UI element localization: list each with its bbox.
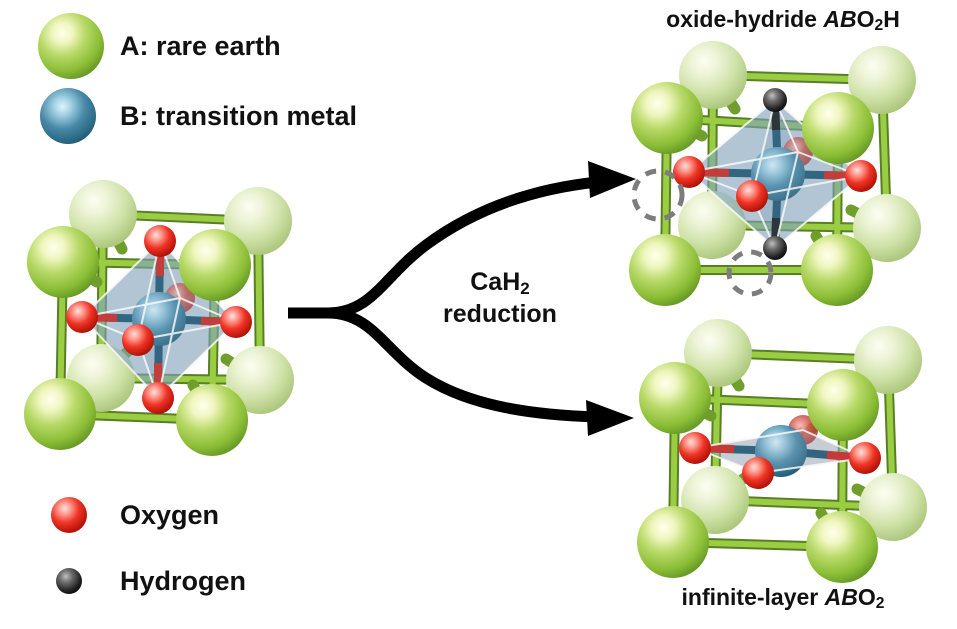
legend-item-hydrogen: Hydrogen	[54, 563, 246, 599]
oxygen-spheres	[673, 156, 877, 212]
reduction-arrow-top	[288, 161, 636, 319]
transition-metal-sphere-icon	[40, 88, 96, 144]
parent-perovskite-structure	[10, 175, 300, 465]
hydrogen-label: Hydrogen	[120, 565, 247, 596]
plane-edges	[694, 429, 866, 474]
reduction-arrows	[280, 155, 660, 445]
reaction-formula: CaH2	[470, 268, 530, 298]
oxygen-label: Oxygen	[120, 499, 220, 530]
plane-front-haze	[695, 430, 865, 473]
a-site-spheres-front	[637, 362, 879, 583]
hydrogen-sphere-icon	[56, 568, 82, 594]
a-site-spheres-back	[681, 319, 927, 541]
rare-earth-sphere-icon	[38, 13, 104, 79]
reduction-arrow-bottom	[288, 307, 634, 436]
a-site-spheres-front	[24, 226, 251, 456]
oxygen-sphere-icon	[51, 497, 87, 533]
hydrogen-spheres	[763, 88, 787, 260]
legend-item-transition-metal: B: transition metal	[38, 85, 357, 147]
oxide-hydride-title: oxide-hydride ABO2H	[666, 6, 900, 35]
oxygen-vacancy-circles	[631, 168, 774, 297]
legend-item-oxygen: Oxygen	[48, 493, 219, 537]
oxide-hydride-structure	[629, 41, 945, 330]
a-site-spheres-front	[629, 82, 874, 306]
oxygen-spheres	[679, 432, 881, 489]
infinite-layer-structure	[635, 319, 947, 585]
transition-metal-label: B: transition metal	[120, 100, 358, 131]
legend-item-rare-earth: A: rare earth	[36, 10, 281, 82]
infinite-layer-title: infinite-layer ABO2	[681, 584, 885, 613]
reaction-word: reduction	[443, 300, 557, 328]
reaction-label: CaH2 reduction	[400, 266, 600, 330]
oxygen-spheres	[66, 225, 252, 414]
rare-earth-label: A: rare earth	[120, 30, 281, 61]
